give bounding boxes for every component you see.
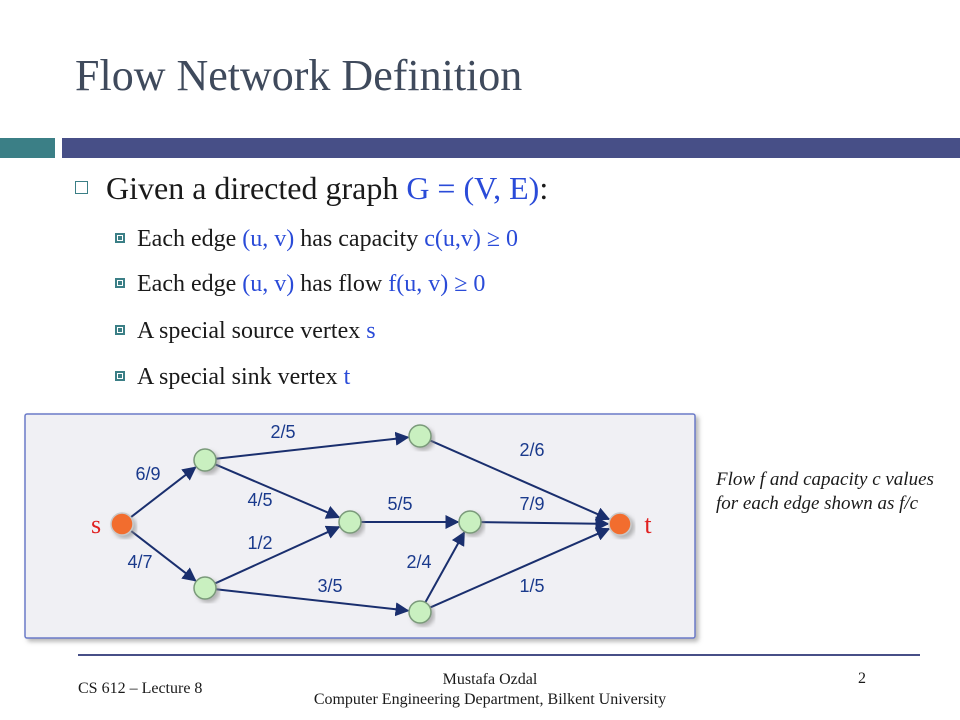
sub-bullet: A special source vertex s xyxy=(115,318,376,345)
edge-a-c xyxy=(215,431,410,460)
main-bullet-suffix: : xyxy=(539,170,549,206)
edge-s-b xyxy=(130,529,197,582)
edge-b-d xyxy=(214,525,341,585)
sub-bullet: A special sink vertex t xyxy=(115,364,350,391)
page-number: 2 xyxy=(858,670,866,687)
edge-f-e xyxy=(424,531,466,603)
sub-bullet-text: Each edge xyxy=(137,226,243,252)
edge-label: 2/5 xyxy=(270,422,295,442)
title-divider-bar xyxy=(62,138,960,158)
edge-label: 7/9 xyxy=(519,494,544,514)
sub-bullet-highlight: c(u,v) ≥ 0 xyxy=(424,226,519,252)
edge-f-t xyxy=(429,527,611,609)
square-bullet-icon xyxy=(115,278,125,289)
sub-bullet-highlight: f(u, v) ≥ 0 xyxy=(388,271,486,297)
edge-s-a xyxy=(130,466,197,519)
edge-label: 1/2 xyxy=(247,533,272,553)
source-vertex-s xyxy=(110,512,134,536)
edge-label: 4/5 xyxy=(247,490,272,510)
sub-bullet-text: has flow xyxy=(294,271,389,297)
edge-label: 2/4 xyxy=(406,552,431,572)
edge-c-t xyxy=(429,439,611,521)
sub-bullet-highlight: s xyxy=(366,318,376,344)
vertex-label-t: t xyxy=(644,510,652,539)
sub-bullet: Each edge (u, v) has flow f(u, v) ≥ 0 xyxy=(115,271,485,298)
square-bullet-icon xyxy=(115,233,125,244)
edge-label: 5/5 xyxy=(387,494,412,514)
vertex-e xyxy=(458,510,482,534)
main-bullet-text: Given a directed graph xyxy=(106,170,407,206)
sub-bullet-highlight: (u, v) xyxy=(242,271,295,297)
square-bullet-icon xyxy=(115,371,125,382)
slide-title: Flow Network Definition xyxy=(75,51,523,100)
main-bullet-highlight: G = (V, E) xyxy=(406,170,540,206)
footer-department: Computer Engineering Department, Bilkent… xyxy=(313,691,667,708)
vertex-c xyxy=(408,424,432,448)
edge-label: 6/9 xyxy=(135,464,160,484)
footer-author: Mustafa Ozdal Computer Engineering Depar… xyxy=(260,670,720,710)
title-divider-accent xyxy=(0,138,55,158)
edge-e-t xyxy=(480,516,610,531)
sub-bullet-text: has capacity xyxy=(294,226,425,252)
vertex-a xyxy=(193,448,217,472)
vertex-f xyxy=(408,600,432,624)
sub-bullet: Each edge (u, v) has capacity c(u,v) ≥ 0 xyxy=(115,226,518,253)
sub-bullet-highlight: t xyxy=(343,364,351,390)
edge-label: 2/6 xyxy=(519,440,544,460)
edge-label: 3/5 xyxy=(317,576,342,596)
vertex-label-s: s xyxy=(91,510,101,539)
sub-bullet-text: Each edge xyxy=(137,271,243,297)
edge-a-d xyxy=(214,463,341,519)
footer-author-name: Mustafa Ozdal xyxy=(442,671,538,688)
square-bullet-icon xyxy=(75,181,88,195)
square-bullet-icon xyxy=(115,325,125,336)
sub-bullet-text: A special sink vertex xyxy=(137,364,344,390)
vertex-d xyxy=(338,510,362,534)
edge-label: 4/7 xyxy=(127,552,152,572)
sub-bullet-text: A special source vertex xyxy=(137,318,367,344)
footer-course: CS 612 – Lecture 8 xyxy=(78,680,203,697)
sub-bullet-highlight: (u, v) xyxy=(242,226,295,252)
diagram-caption: Flow f and capacity c values for each ed… xyxy=(716,469,934,514)
main-bullet: Given a directed graph G = (V, E): xyxy=(75,170,548,207)
edge-label: 1/5 xyxy=(519,576,544,596)
footer-divider xyxy=(78,654,920,656)
edge-b-f xyxy=(215,588,410,617)
vertex-b xyxy=(193,576,217,600)
sink-vertex-t xyxy=(608,512,632,536)
